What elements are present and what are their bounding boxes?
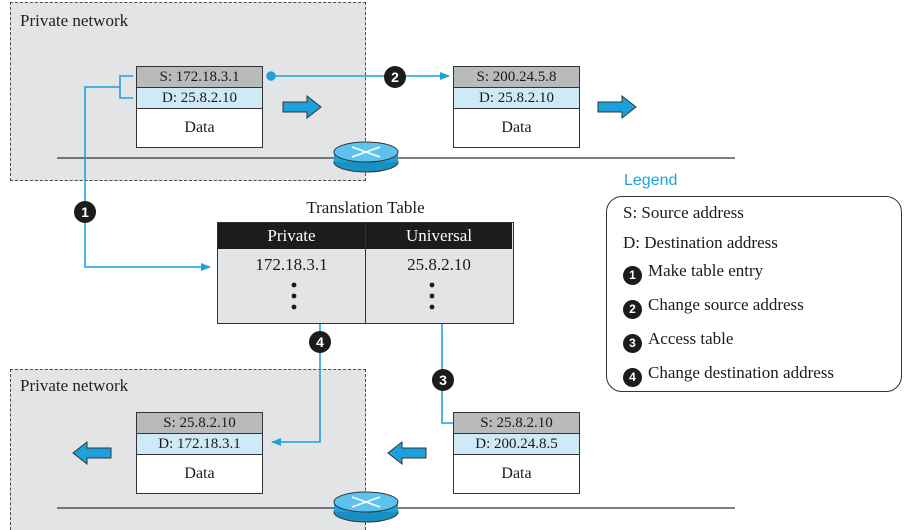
legend-item-step-2: 2 Change source address: [623, 295, 804, 319]
legend-item-step-4: 4 Change destination address: [623, 363, 834, 387]
step1-connector: [84, 75, 211, 271]
packet-outgoing-universal: S: 200.24.5.8 D: 25.8.2.10 Data: [453, 66, 580, 148]
packet-incoming-private: S: 25.8.2.10 D: 172.18.3.1 Data: [136, 412, 263, 494]
step-4-badge: 4: [309, 331, 331, 353]
legend-item-step-1: 1 Make table entry: [623, 261, 763, 285]
step-3-badge: 3: [623, 334, 642, 353]
router-icon-top: [333, 141, 399, 173]
private-network-top-label: Private network: [20, 11, 129, 30]
step-1-badge: 1: [623, 266, 642, 285]
legend-item-step-3: 3 Access table: [623, 329, 733, 353]
legend-item-text: Access table: [648, 329, 734, 348]
packet-outgoing-private: S: 172.18.3.1 D: 25.8.2.10 Data: [136, 66, 263, 148]
cell-universal-address: 25.8.2.10: [407, 255, 471, 274]
packet-data: Data: [184, 119, 215, 136]
step-2-badge: 2: [384, 66, 406, 88]
step-1-badge: 1: [74, 201, 96, 223]
packet-incoming-universal: S: 25.8.2.10 D: 200.24.8.5 Data: [453, 412, 580, 494]
step-3-badge: 3: [432, 369, 454, 391]
destination-address: D: 172.18.3.1: [137, 434, 262, 455]
packet-data: Data: [501, 465, 532, 482]
translation-table-title: Translation Table: [306, 198, 425, 217]
left-arrow-icon: [387, 440, 427, 466]
legend-item-text: Change destination address: [648, 363, 835, 382]
source-address: S: 25.8.2.10: [137, 413, 262, 434]
step-4-badge: 4: [623, 368, 642, 387]
source-address: S: 25.8.2.10: [454, 413, 579, 434]
packet-data: Data: [184, 465, 215, 482]
header-universal: Universal: [366, 223, 512, 249]
column-divider: [365, 223, 366, 323]
legend-item-text: Make table entry: [648, 261, 764, 280]
destination-address: D: 200.24.8.5: [454, 434, 579, 455]
legend-item-text: D: Destination address: [623, 233, 778, 252]
legend-title: Legend: [624, 172, 678, 189]
right-arrow-icon: [597, 94, 637, 120]
step-2-badge: 2: [623, 300, 642, 319]
legend-item-destination: D: Destination address: [623, 233, 778, 253]
more-rows-indicator: [291, 282, 435, 310]
header-private: Private: [218, 223, 365, 249]
destination-address: D: 25.8.2.10: [137, 88, 262, 109]
legend-item-text: Change source address: [648, 295, 804, 314]
destination-address: D: 25.8.2.10: [454, 88, 579, 109]
legend-item-source: S: Source address: [623, 203, 744, 223]
source-address: S: 172.18.3.1: [137, 67, 262, 88]
router-icon-bottom: [333, 491, 399, 523]
right-arrow-icon: [282, 94, 322, 120]
translation-table: Private Universal 172.18.3.1 25.8.2.10: [217, 222, 514, 324]
legend-box: S: Source address D: Destination address…: [606, 196, 902, 392]
step2-connector: [266, 71, 450, 81]
private-network-bottom-label: Private network: [20, 376, 129, 395]
left-arrow-icon: [72, 440, 112, 466]
legend-item-text: S: Source address: [623, 203, 744, 222]
cell-private-address: 172.18.3.1: [255, 255, 328, 274]
packet-data: Data: [501, 119, 532, 136]
source-address: S: 200.24.5.8: [454, 67, 579, 88]
